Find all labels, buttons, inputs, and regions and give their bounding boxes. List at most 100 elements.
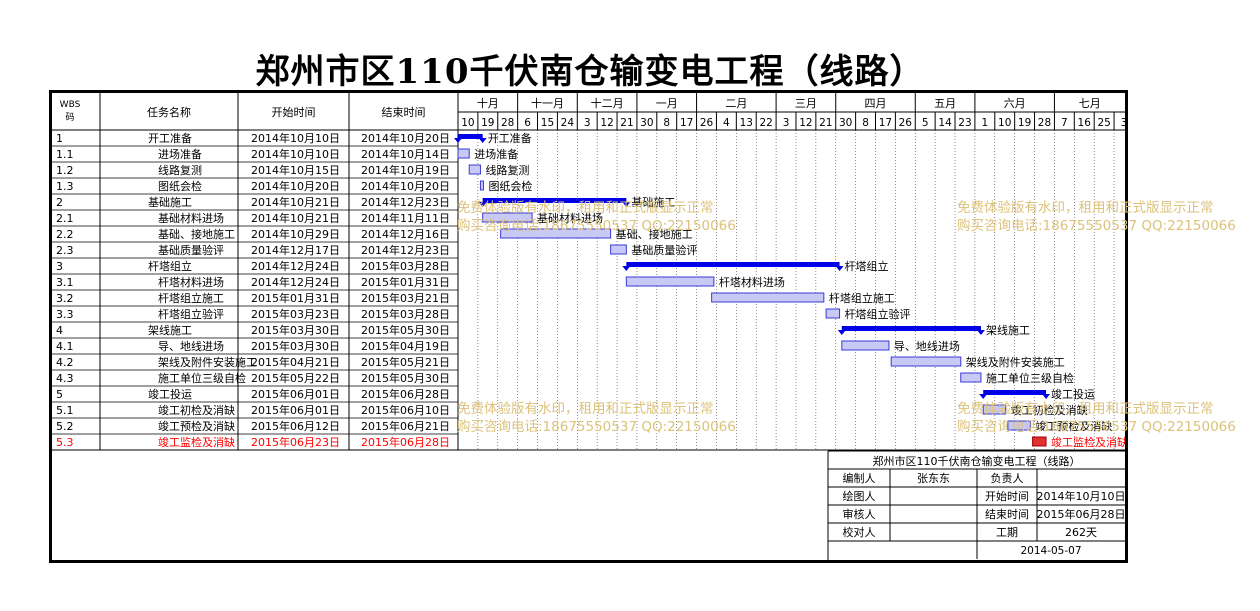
task-wbs: 1 — [56, 132, 63, 145]
week-tick-label: 17 — [879, 117, 892, 129]
task-wbs: 1.1 — [56, 148, 74, 161]
summary-bar-start-marker — [837, 330, 846, 335]
watermark: 免费体验版有水印，租用和正式版显示正常 购买咨询电话:18675550537 Q… — [957, 400, 1236, 436]
summary-bar — [482, 198, 627, 203]
task-bar — [479, 180, 484, 191]
task-start: 2014年10月15日 — [251, 163, 340, 177]
task-wbs: 2.3 — [56, 244, 74, 257]
bar-label: 竣工预检及消缺 — [1035, 419, 1112, 433]
task-start: 2014年10月10日 — [251, 147, 340, 161]
month-label: 三月 — [795, 97, 817, 110]
task-bar — [482, 212, 533, 223]
compiler-label: 编制人 — [843, 471, 876, 485]
page-title: 郑州市区110千伏南仓输变电工程（线路） — [255, 52, 925, 92]
header-end: 结束时间 — [382, 106, 426, 119]
bar-label: 杆塔组立验评 — [845, 307, 911, 321]
task-end: 2014年10月20日 — [361, 179, 450, 193]
summary-bar-start-marker — [454, 138, 462, 143]
task-name: 线路复测 — [158, 163, 202, 177]
watermark-line1: 免费体验版有水印，租用和正式版显示正常 — [957, 200, 1214, 216]
task-wbs: 3.3 — [56, 308, 74, 321]
task-end: 2015年05月30日 — [361, 371, 450, 385]
task-bar — [982, 404, 1007, 415]
task-end: 2014年10月19日 — [361, 163, 450, 177]
task-name: 竣工初检及消缺 — [158, 403, 235, 417]
task-bar — [890, 356, 962, 367]
task-end: 2015年06月28日 — [361, 387, 450, 401]
task-end: 2015年03月28日 — [361, 259, 450, 273]
task-wbs: 4 — [56, 324, 63, 337]
bar-label: 杆塔组立 — [845, 259, 889, 273]
task-start: 2015年06月01日 — [251, 403, 340, 417]
week-tick-label: 19 — [1018, 117, 1031, 129]
week-tick-label: 16 — [1078, 117, 1092, 129]
week-tick-label: 28 — [501, 117, 514, 129]
watermark: 免费体验版有水印，租用和正式版显示正常 购买咨询电话:18675550537 Q… — [957, 199, 1236, 235]
task-bar — [610, 244, 627, 255]
watermark-line2: 购买咨询电话:18675550537 QQ:22150066 — [457, 218, 736, 234]
week-tick-label: 13 — [740, 117, 753, 129]
task-bar — [1032, 436, 1047, 447]
task-end: 2014年11月11日 — [361, 211, 450, 225]
week-tick-label: 14 — [938, 117, 952, 129]
task-start: 2015年01月31日 — [251, 291, 340, 305]
week-tick-label: 30 — [839, 117, 852, 129]
task-end: 2014年12月16日 — [361, 227, 450, 241]
proof-label: 校对人 — [843, 525, 876, 539]
month-label: 十二月 — [591, 96, 624, 110]
summary-bar-end-marker — [478, 138, 487, 143]
task-name: 图纸会检 — [158, 179, 202, 193]
task-wbs: 2.1 — [56, 212, 74, 225]
watermark-line1: 免费体验版有水印，租用和正式版显示正常 — [457, 200, 714, 216]
bar-label: 图纸会检 — [488, 179, 532, 193]
task-bar — [841, 340, 890, 351]
task-wbs: 5.3 — [56, 436, 74, 449]
end-label: 结束时间 — [985, 508, 1029, 521]
task-bar — [960, 372, 982, 383]
month-label: 十月 — [477, 96, 499, 110]
start-value: 2014年10月10日 — [1037, 489, 1126, 503]
header-task-name: 任务名称 — [147, 105, 191, 119]
task-end: 2015年03月21日 — [361, 291, 450, 305]
task-wbs: 5 — [56, 388, 63, 401]
task-bar — [825, 308, 841, 319]
summary-bar — [983, 390, 1047, 395]
week-tick-label: 26 — [700, 117, 714, 129]
task-name: 杆塔材料进场 — [158, 275, 224, 289]
watermark: 免费体验版有水印，租用和正式版显示正常 购买咨询电话:18675550537 Q… — [457, 400, 736, 436]
bar-label: 架线及附件安装施工 — [966, 355, 1065, 369]
week-tick-label: 10 — [461, 117, 474, 129]
bar-label: 进场准备 — [474, 147, 518, 161]
month-label: 七月 — [1079, 97, 1101, 110]
task-start: 2014年12月17日 — [251, 243, 340, 257]
task-start: 2014年12月24日 — [251, 275, 340, 289]
task-bar — [711, 292, 825, 303]
task-start: 2014年10月21日 — [251, 211, 340, 225]
week-tick-label: 21 — [620, 117, 633, 129]
task-end: 2015年06月21日 — [361, 419, 450, 433]
duration-value: 262天 — [1065, 526, 1097, 539]
task-name: 架线施工 — [148, 323, 192, 337]
task-wbs: 3 — [56, 260, 63, 273]
task-wbs: 1.3 — [56, 180, 74, 193]
bar-label: 导、地线进场 — [894, 339, 960, 353]
start-label: 开始时间 — [985, 489, 1029, 503]
summary-bar-end-marker — [976, 330, 985, 335]
bar-label: 线路复测 — [485, 163, 529, 177]
bar-label: 基础施工 — [631, 196, 675, 209]
task-wbs: 3.1 — [56, 276, 74, 289]
watermark-line2: 购买咨询电话:18675550537 QQ:22150066 — [457, 419, 736, 435]
task-wbs: 4.1 — [56, 340, 74, 353]
task-end: 2014年10月14日 — [361, 147, 450, 161]
week-tick-label: 26 — [899, 117, 913, 129]
task-bar — [500, 228, 612, 239]
week-tick-label: 22 — [759, 117, 772, 129]
watermark-line1: 免费体验版有水印，租用和正式版显示正常 — [457, 401, 714, 417]
week-tick-label: 8 — [663, 117, 670, 129]
task-name: 杆塔组立验评 — [158, 307, 224, 321]
bar-label: 杆塔材料进场 — [719, 275, 785, 289]
task-name: 基础、接地施工 — [158, 228, 235, 241]
bar-label: 开工准备 — [488, 131, 532, 145]
week-tick-label: 28 — [1038, 117, 1051, 129]
